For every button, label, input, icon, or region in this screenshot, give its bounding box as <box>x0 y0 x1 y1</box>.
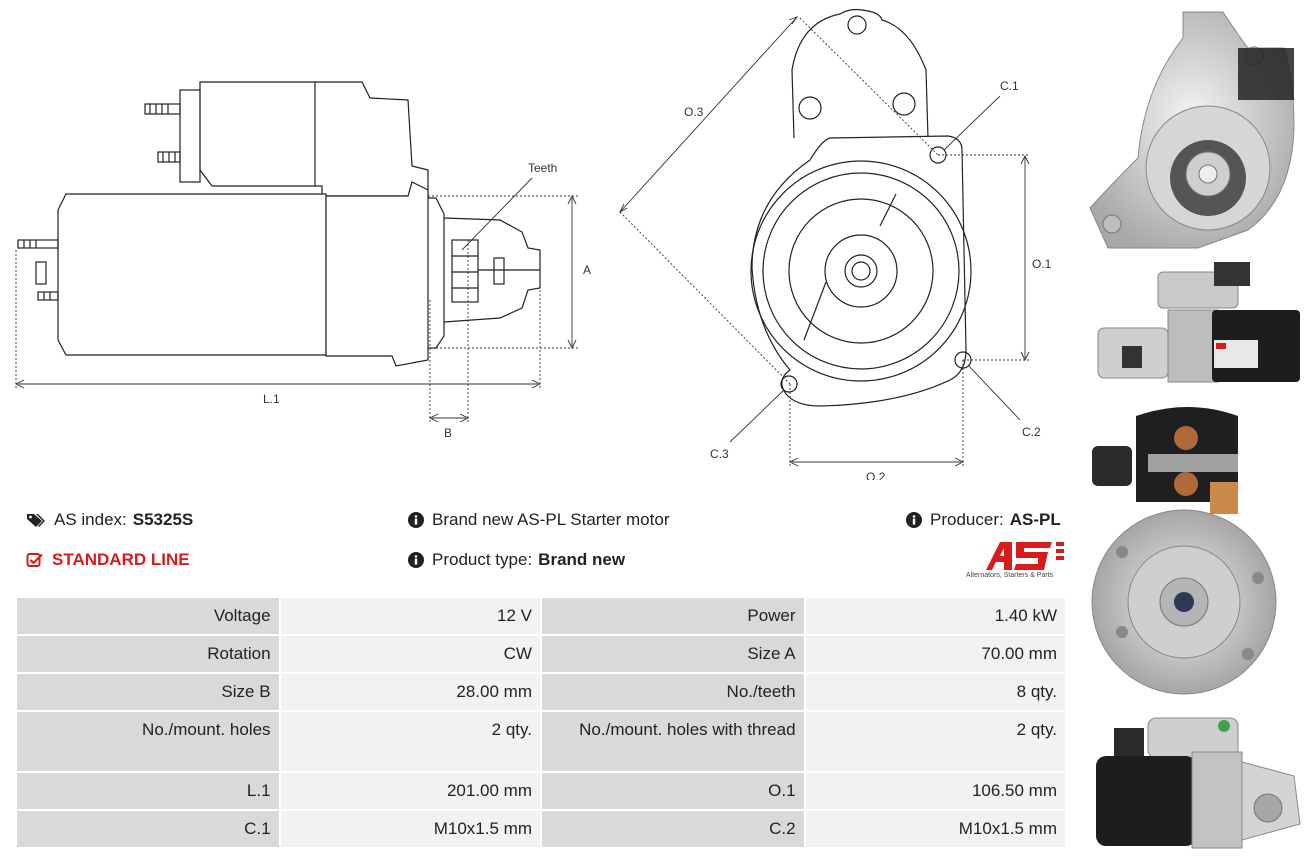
spec-key: Rotation <box>17 636 279 672</box>
product-photo-side <box>1097 262 1300 383</box>
technical-drawing: Teeth A L.1 B O. <box>14 8 1052 480</box>
spec-value: 12 V <box>280 598 540 634</box>
table-row: Voltage 12 V Power 1.40 kW <box>17 598 1065 634</box>
tags-icon <box>27 514 45 527</box>
spec-value: 8 qty. <box>805 674 1065 710</box>
check-square-icon <box>26 553 43 567</box>
dim-o1-label: O.1 <box>1032 257 1052 271</box>
dim-c1-label: C.1 <box>1000 79 1019 93</box>
spec-value: 2 qty. <box>280 712 540 771</box>
spec-value: M10x1.5 mm <box>280 811 540 847</box>
spec-key: Size B <box>17 674 279 710</box>
producer: Producer: AS-PL <box>906 510 1061 530</box>
as-pl-logo: Alternators, Starters & Parts <box>960 538 1070 584</box>
info-circle-icon <box>906 512 922 528</box>
standard-line-text: STANDARD LINE <box>52 550 190 569</box>
spec-key: C.2 <box>541 811 804 847</box>
spec-value: M10x1.5 mm <box>805 811 1065 847</box>
spec-value: CW <box>280 636 540 672</box>
as-index-value: S5325S <box>132 510 194 529</box>
dim-a-label: A <box>583 263 591 277</box>
spec-key: Voltage <box>17 598 279 634</box>
spec-key: No./mount. holes with thread <box>541 712 804 771</box>
table-row: No./mount. holes 2 qty. No./mount. holes… <box>17 712 1065 771</box>
spec-value: 70.00 mm <box>805 636 1065 672</box>
description: Brand new AS-PL Starter motor <box>408 510 669 530</box>
as-index: AS index: S5325S <box>26 510 193 530</box>
spec-value: 2 qty. <box>805 712 1065 771</box>
front-view <box>750 8 972 407</box>
spec-key: No./teeth <box>541 674 804 710</box>
spec-value: 106.50 mm <box>805 773 1065 809</box>
spec-value: 1.40 kW <box>805 598 1065 634</box>
table-row: Size B 28.00 mm No./teeth 8 qty. <box>17 674 1065 710</box>
spec-key: Power <box>541 598 804 634</box>
teeth-label: Teeth <box>528 161 557 175</box>
spec-key: L.1 <box>17 773 279 809</box>
dim-c2-label: C.2 <box>1022 425 1041 439</box>
info-circle-icon <box>408 552 424 568</box>
dim-o2-label: O.2 <box>866 470 886 480</box>
spec-key: O.1 <box>541 773 804 809</box>
producer-label: Producer: <box>930 510 1004 529</box>
product-type-value: Brand new <box>538 550 626 569</box>
dim-o3-label: O.3 <box>684 105 704 119</box>
info-circle-icon <box>408 512 424 528</box>
spec-key: No./mount. holes <box>17 712 279 771</box>
spec-key: C.1 <box>17 811 279 847</box>
table-row: Rotation CW Size A 70.00 mm <box>17 636 1065 672</box>
table-row: C.1 M10x1.5 mm C.2 M10x1.5 mm <box>17 811 1065 847</box>
product-type: Product type: Brand new <box>408 550 625 570</box>
logo-tagline: Alternators, Starters & Parts <box>966 572 1054 579</box>
dim-b-label: B <box>444 426 452 440</box>
product-photo-rear <box>1091 407 1277 695</box>
specs-table: Voltage 12 V Power 1.40 kW Rotation CW S… <box>15 596 1067 849</box>
standard-line: STANDARD LINE <box>26 550 190 570</box>
product-photo-angle <box>1096 717 1301 849</box>
as-logo-mark <box>986 542 1064 570</box>
description-text: Brand new AS-PL Starter motor <box>432 510 670 529</box>
spec-key: Size A <box>541 636 804 672</box>
spec-value: 201.00 mm <box>280 773 540 809</box>
dim-c3-label: C.3 <box>710 447 729 461</box>
spec-value: 28.00 mm <box>280 674 540 710</box>
producer-value: AS-PL <box>1009 510 1061 529</box>
dim-l1-label: L.1 <box>263 392 280 406</box>
table-row: L.1 201.00 mm O.1 106.50 mm <box>17 773 1065 809</box>
product-photo-front <box>1089 11 1295 249</box>
product-type-label: Product type: <box>432 550 533 569</box>
as-index-label: AS index: <box>54 510 127 529</box>
side-view <box>17 81 541 367</box>
